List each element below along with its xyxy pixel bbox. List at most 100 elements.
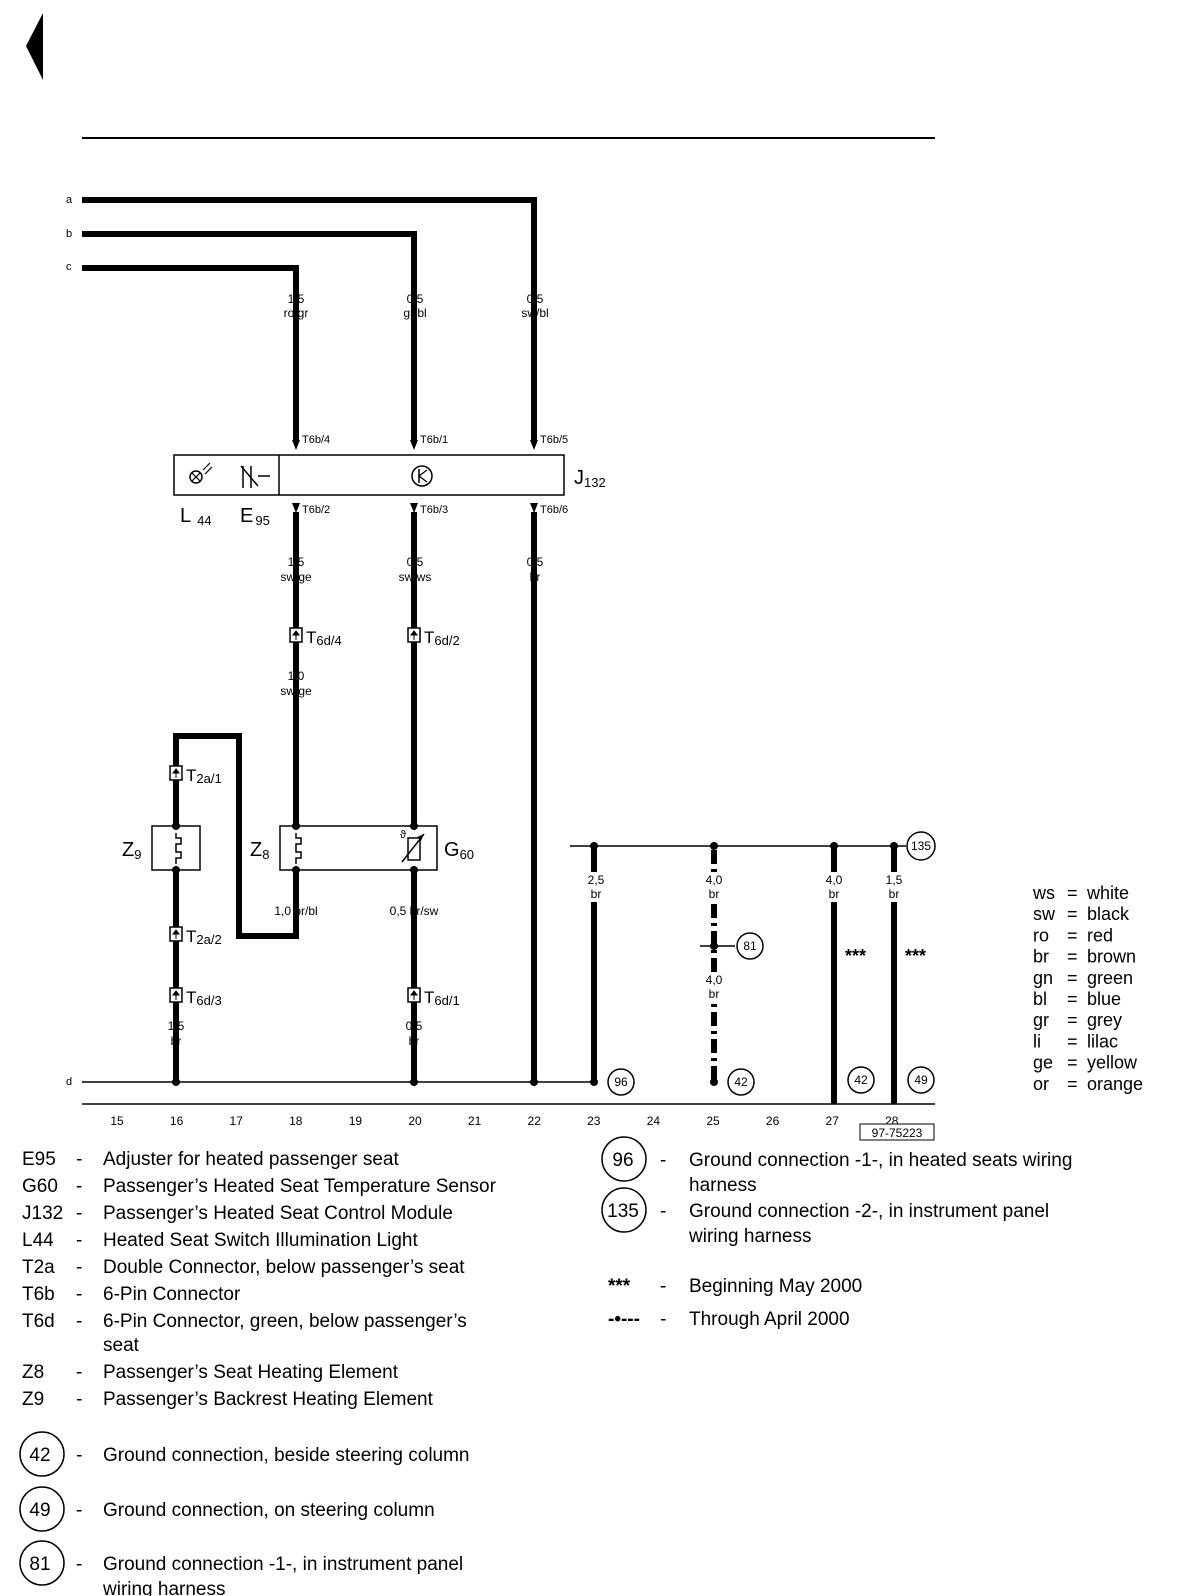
legend-dash: - bbox=[76, 1257, 82, 1278]
j132-module bbox=[173, 454, 565, 496]
connector-arrow-icon bbox=[172, 929, 180, 939]
junction-dot bbox=[590, 1078, 598, 1086]
wire-a bbox=[82, 197, 537, 440]
color-key-code: li bbox=[1033, 1031, 1041, 1051]
wire-label: 0,5 br/sw bbox=[390, 904, 439, 918]
ruler-number: 17 bbox=[230, 1114, 244, 1128]
legend-code: J132 bbox=[22, 1203, 63, 1224]
connector-label: T6d/4 bbox=[306, 628, 342, 648]
pin-arrow bbox=[530, 440, 538, 450]
wire-z9-loop bbox=[173, 733, 299, 939]
pin-label: T6b/5 bbox=[540, 434, 568, 446]
ground-label-96: 96 bbox=[614, 1075, 628, 1089]
wire-label-gauge: 0,5 bbox=[527, 292, 544, 306]
legend-ground-circle bbox=[19, 1486, 65, 1532]
pin-arrow bbox=[410, 503, 418, 513]
connector-arrow-icon bbox=[410, 990, 418, 1000]
component-label-z8: Z8 bbox=[250, 839, 269, 862]
adjuster-switch-icon bbox=[240, 465, 270, 488]
legend-right: 96-Ground connection -1-, in heated seat… bbox=[601, 1136, 1072, 1247]
legend-dash: - bbox=[76, 1203, 82, 1224]
legend-dash: - bbox=[76, 1176, 82, 1197]
ground-label-81: 81 bbox=[743, 939, 757, 953]
temperature-sensor-icon: ϑ bbox=[400, 829, 425, 863]
legend-desc: Beginning May 2000 bbox=[689, 1276, 862, 1297]
legend-dash: - bbox=[76, 1554, 82, 1575]
color-key-equals: = bbox=[1067, 1031, 1078, 1051]
legend-left: E95-Adjuster for heated passenger seatG6… bbox=[22, 1149, 497, 1410]
wire-label-color: br bbox=[889, 887, 900, 901]
legend-desc: Through April 2000 bbox=[689, 1309, 850, 1330]
wire-label-gauge: 4,0 bbox=[706, 973, 723, 987]
ground-circle-81 bbox=[736, 932, 764, 960]
ruler-number: 25 bbox=[706, 1114, 720, 1128]
legend-desc: Heated Seat Switch Illumination Light bbox=[103, 1230, 418, 1251]
color-key-code: ro bbox=[1033, 925, 1049, 945]
legend-code: L44 bbox=[22, 1230, 54, 1251]
connector-label: T2a/2 bbox=[186, 927, 222, 947]
junction-dot bbox=[292, 866, 300, 874]
legend-dash: - bbox=[76, 1284, 82, 1305]
legend-code: E95 bbox=[22, 1149, 56, 1170]
wire-b bbox=[82, 231, 417, 440]
ground-label-49: 49 bbox=[914, 1073, 928, 1087]
wire-label-bg bbox=[820, 872, 848, 902]
ruler-number: 15 bbox=[110, 1114, 124, 1128]
legend-dash: - bbox=[76, 1445, 82, 1466]
bus-label-c: c bbox=[66, 261, 72, 273]
transistor-icon bbox=[411, 465, 433, 487]
legend-desc: 6-Pin Connector bbox=[103, 1284, 241, 1305]
svg-text:ϑ: ϑ bbox=[400, 829, 406, 841]
junction-dot bbox=[410, 822, 418, 830]
color-key-name: green bbox=[1087, 968, 1133, 988]
color-key-name: lilac bbox=[1087, 1031, 1118, 1051]
color-key-equals: = bbox=[1067, 1053, 1078, 1073]
ground-circle-135 bbox=[906, 831, 936, 861]
wire-label-gauge: 2,5 bbox=[588, 873, 605, 887]
ground-circle-49 bbox=[907, 1066, 935, 1094]
wire-label-color: br bbox=[530, 570, 541, 584]
ground-circle-42 bbox=[847, 1066, 875, 1094]
connector-arrow-icon bbox=[172, 990, 180, 1000]
connector-label: T6d/1 bbox=[424, 988, 460, 1008]
color-key-name: white bbox=[1086, 883, 1129, 903]
color-key-name: grey bbox=[1087, 1010, 1122, 1030]
legend-ground-left: 42-Ground connection, beside steering co… bbox=[19, 1431, 470, 1596]
color-key-code: br bbox=[1033, 947, 1049, 967]
ruler-number: 22 bbox=[528, 1114, 542, 1128]
component-label-z9: Z9 bbox=[122, 839, 141, 862]
z8-g60-element bbox=[279, 825, 438, 871]
color-key: ws=whitesw=blackro=redbr=browngn=greenbl… bbox=[1032, 883, 1143, 1094]
wire-label-color: sw/ge bbox=[280, 684, 312, 698]
legend-desc: Ground connection, beside steering colum… bbox=[103, 1445, 470, 1466]
wire-label-color: br bbox=[409, 1034, 420, 1048]
ground-circle-96 bbox=[607, 1068, 635, 1096]
component-label-g60: G60 bbox=[444, 839, 474, 862]
wire-label-bg bbox=[580, 872, 608, 902]
wire-label: 1,0 br/bl bbox=[274, 904, 317, 918]
legend-ground-num: 81 bbox=[29, 1554, 50, 1575]
junction-dot bbox=[530, 1078, 538, 1086]
legend-code: T6d bbox=[22, 1311, 55, 1332]
back-arrow-icon[interactable] bbox=[26, 13, 43, 80]
legend-code: T6b bbox=[22, 1284, 55, 1305]
wire-label-color: sw/ge bbox=[280, 570, 312, 584]
legend-dash: - bbox=[76, 1311, 82, 1332]
legend-dash: - bbox=[76, 1230, 82, 1251]
color-key-equals: = bbox=[1067, 968, 1078, 988]
wire-label-gauge: 0,5 bbox=[406, 1019, 423, 1033]
pin-label: T6b/6 bbox=[540, 504, 568, 516]
wire-label-color: gr/bl bbox=[403, 306, 426, 320]
legend-line-symbol: -•--- bbox=[608, 1309, 640, 1330]
color-key-code: ws bbox=[1032, 883, 1055, 903]
pin-label: T6b/1 bbox=[420, 434, 448, 446]
wire-label-color: br bbox=[829, 887, 840, 901]
legend-dash: - bbox=[76, 1389, 82, 1410]
wire-label-color: sw/ws bbox=[399, 570, 432, 584]
junction-dot bbox=[710, 842, 718, 850]
color-key-code: sw bbox=[1033, 904, 1056, 924]
legend-ground-num: 49 bbox=[29, 1500, 50, 1521]
